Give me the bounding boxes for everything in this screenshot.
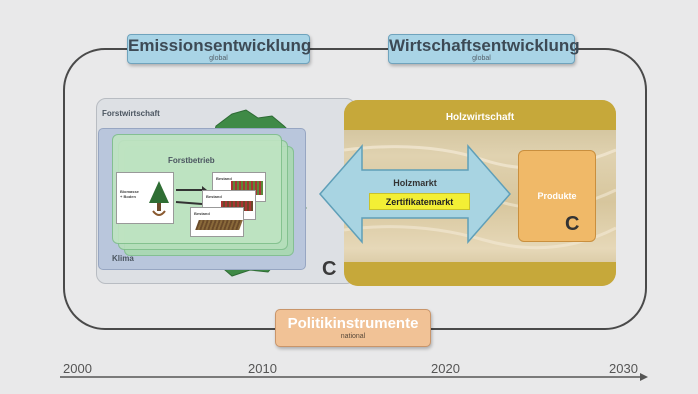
- stand-card-3-label: Bestand: [194, 211, 210, 216]
- products-label: Produkte: [537, 191, 577, 201]
- year-2020: 2020: [431, 361, 460, 376]
- policy-box: Politikinstrumente national: [275, 309, 431, 347]
- forestry-label: Forstwirtschaft: [102, 109, 160, 118]
- certificate-market-box: Zertifikatemarkt: [369, 193, 470, 210]
- wood-industry-label: Holzwirtschaft: [445, 112, 515, 123]
- year-2010: 2010: [248, 361, 277, 376]
- economy-title: Wirtschaftsentwicklung: [389, 36, 580, 55]
- tree-icon: [149, 181, 169, 216]
- stand-card-2-chart: [221, 201, 253, 211]
- wood-industry-top-band: [344, 100, 616, 130]
- economy-box: Wirtschaftsentwicklung global: [388, 34, 580, 64]
- stand-card-3: Bestand: [190, 207, 244, 237]
- climate-label: Klima: [112, 254, 134, 263]
- stand-card-1-label: Bestand: [216, 176, 232, 181]
- emissions-subtitle: global: [209, 55, 228, 62]
- emissions-box: Emissionsentwicklung global: [127, 34, 312, 64]
- policy-subtitle: national: [340, 333, 366, 340]
- biomass-soil-label: Biomasse + Boden: [120, 189, 139, 199]
- enterprise-label: Forstbetrieb: [168, 156, 215, 165]
- timeline-axis: [60, 373, 648, 381]
- policy-title: Politikinstrumente: [287, 315, 419, 332]
- biomass-soil-card: Biomasse + Boden: [116, 172, 174, 224]
- stand-card-2-label: Bestand: [206, 194, 222, 199]
- products-box: Produkte C: [518, 150, 596, 242]
- market-label: Holzmarkt: [393, 178, 437, 188]
- year-2000: 2000: [63, 361, 92, 376]
- stand-card-3-chart: [195, 220, 243, 230]
- products-carbon-symbol: C: [565, 213, 580, 235]
- wood-industry-bottom-band: [344, 262, 616, 286]
- economy-subtitle: global: [472, 55, 491, 62]
- year-2030: 2030: [609, 361, 638, 376]
- emissions-title: Emissionsentwicklung: [128, 36, 312, 55]
- forestry-carbon-symbol: C: [322, 258, 337, 280]
